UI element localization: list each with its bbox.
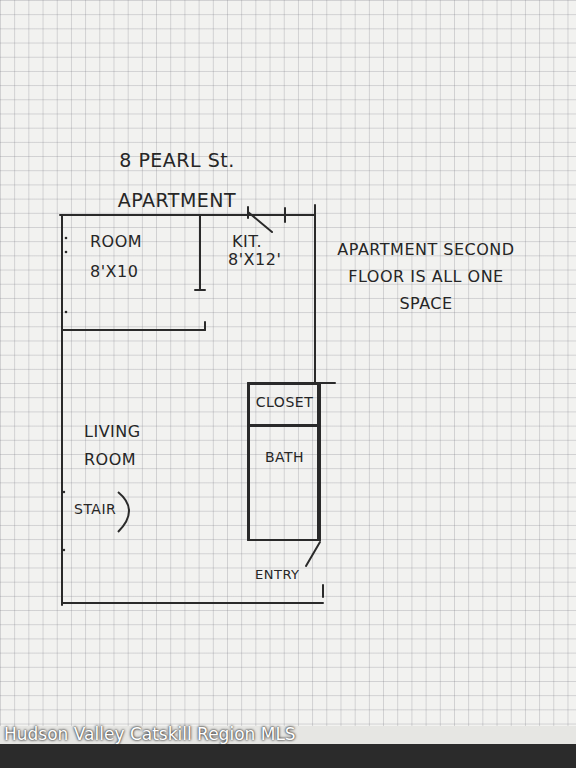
room-name: CLOSET	[250, 394, 319, 411]
room-area: KIT.8'X12'	[202, 218, 313, 298]
stair-label: STAIR	[74, 500, 154, 518]
room-box: CLOSET	[248, 383, 321, 426]
room-area: ROOM 8'X10	[64, 218, 198, 328]
plan-title: 8 PEARL St. APARTMENT	[82, 140, 272, 220]
room-dimension: 8'X12'	[228, 250, 281, 269]
note-text: APARTMENT SECOND FLOOR IS ALL ONE SPACE	[326, 236, 526, 317]
watermark: Hudson Valley Catskill Region MLS	[4, 722, 384, 746]
room-box: BATH	[248, 425, 321, 541]
room-name: ROOM	[90, 232, 142, 251]
room-dimension: 8'X10	[90, 262, 138, 281]
room-name: KIT.	[232, 232, 262, 251]
room-label: LIVING ROOM	[84, 418, 194, 474]
entry-label: ENTRY	[255, 566, 325, 584]
room-name: BATH	[250, 449, 319, 466]
